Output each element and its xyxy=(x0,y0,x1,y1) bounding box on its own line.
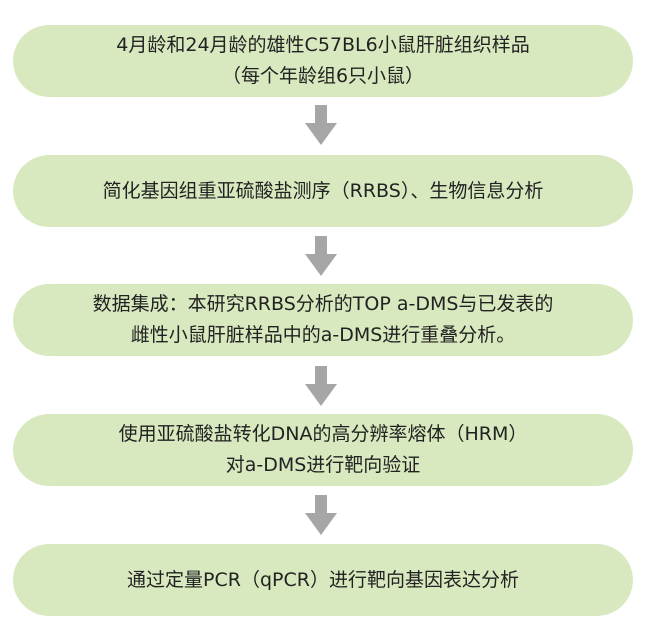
flow-step-4-line-2: 对a-DMS进行靶向验证 xyxy=(225,454,421,476)
down-arrow-icon xyxy=(305,495,337,535)
flow-step-1-line-2: （每个年龄组6只小鼠） xyxy=(221,65,425,87)
flow-step-1-line-1: 4月龄和24月龄的雄性C57BL6小鼠肝脏组织样品 xyxy=(116,34,530,56)
flow-step-4: 使用亚硫酸盐转化DNA的高分辨率熔体（HRM） 对a-DMS进行靶向验证 xyxy=(13,414,633,486)
flow-step-3-line-2: 雌性小鼠肝脏样品中的a-DMS进行重叠分析。 xyxy=(130,324,516,346)
down-arrow-icon xyxy=(305,105,337,145)
down-arrow-icon xyxy=(305,236,337,276)
flow-step-2: 简化基因组重亚硫酸盐测序（RRBS）、生物信息分析 xyxy=(13,155,633,227)
flow-step-2-line-1: 简化基因组重亚硫酸盐测序（RRBS）、生物信息分析 xyxy=(102,179,544,202)
flow-step-3-line-1: 数据集成：本研究RRBS分析的TOP a-DMS与已发表的 xyxy=(92,293,554,315)
flow-step-1: 4月龄和24月龄的雄性C57BL6小鼠肝脏组织样品 （每个年龄组6只小鼠） xyxy=(13,25,633,97)
flow-step-5: 通过定量PCR（qPCR）进行靶向基因表达分析 xyxy=(13,544,633,616)
flow-step-4-line-1: 使用亚硫酸盐转化DNA的高分辨率熔体（HRM） xyxy=(118,423,528,445)
flow-step-3: 数据集成：本研究RRBS分析的TOP a-DMS与已发表的 雌性小鼠肝脏样品中的… xyxy=(13,284,633,356)
flow-step-5-line-1: 通过定量PCR（qPCR）进行靶向基因表达分析 xyxy=(127,568,519,591)
down-arrow-icon xyxy=(305,366,337,406)
